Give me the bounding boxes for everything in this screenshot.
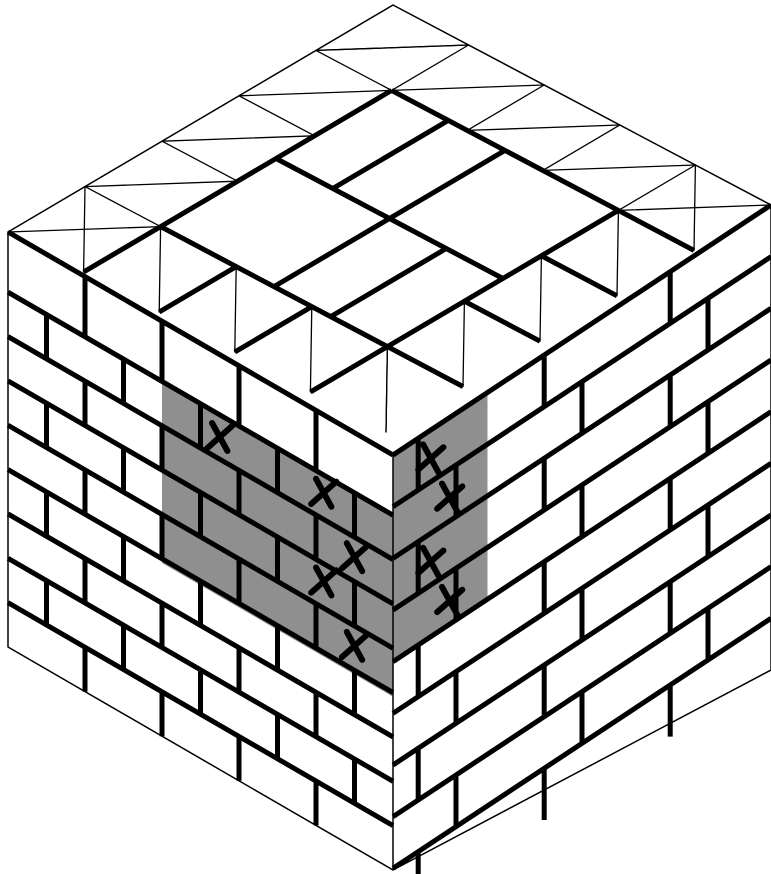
- brick-cube-diagram: [0, 0, 771, 874]
